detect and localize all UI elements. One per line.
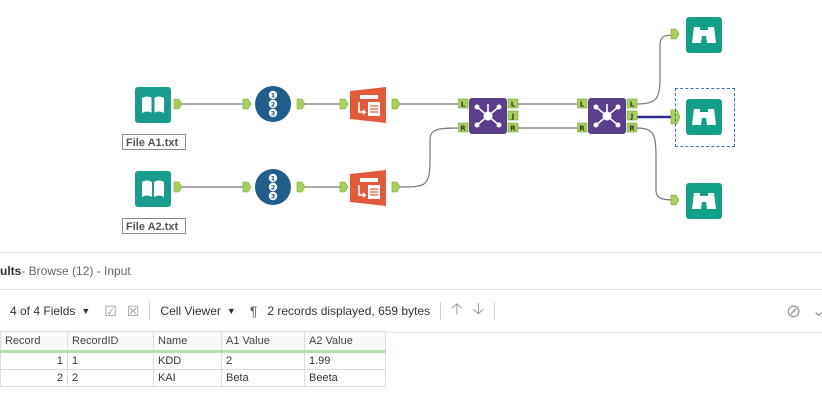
join1-port-right-label: R [460,125,466,133]
close-box-icon[interactable]: ☒ [126,302,140,319]
svg-text:1: 1 [271,92,276,100]
input-data-tool-a1-book-icon[interactable] [135,87,171,123]
pilcrow-icon[interactable]: ¶ [249,303,258,319]
sort-tool-2-icon[interactable] [350,170,386,206]
results-toolbar: 4 of 4 Fields ▼ ☑ ☒ Cell Viewer ▼ ¶ 2 re… [0,290,822,333]
cell-a2-value[interactable]: Beeta [304,369,386,387]
svg-text:1: 1 [271,175,276,183]
join2-out-right-label: R [629,125,635,133]
fields-caret-icon: ▼ [81,306,91,316]
cell-viewer-caret-icon: ▼ [226,306,236,316]
anchor-out-sort2 [391,181,401,193]
sort-tool-1-icon[interactable] [350,87,386,123]
anchor-in-sort2 [339,181,349,193]
wire-join2-right-to-browse-bottom [635,127,679,201]
ban-icon[interactable]: ⊘ [786,300,802,321]
records-info: 2 records displayed, 659 bytes [267,304,431,318]
results-title: ults [0,264,22,278]
check-box-icon[interactable]: ☑ [104,302,117,319]
anchor-in-browse-bottom [670,194,680,206]
cell-recordid[interactable]: 2 [67,369,154,387]
browse-tool-top-binoculars-icon[interactable] [686,17,722,53]
svg-text:2: 2 [271,184,276,192]
results-panel: ults - Browse (12) - Input 4 of 4 Fields… [0,252,822,414]
table-row[interactable]: 1 1 KDD 2 1.99 [0,351,386,370]
workflow-canvas[interactable]: File A1.txt File A2.txt 1 2 3 1 2 3 [0,0,822,252]
wire-join2-left-to-browse-top [635,34,679,105]
toolbar-divider-2 [440,302,442,320]
svg-text:2: 2 [271,101,276,109]
cell-viewer-label: Cell Viewer [160,304,221,318]
results-grid: Record RecordID Name A1 Value A2 Value 1… [0,331,386,387]
cell-record[interactable]: 2 [0,369,68,387]
chevron-down-icon[interactable]: ⌄ [812,303,822,320]
fields-dropdown-label: 4 of 4 Fields [10,304,76,318]
cell-a1-value[interactable]: Beta [221,369,305,387]
anchor-out-input-a2 [173,181,183,193]
col-header-a1-value[interactable]: A1 Value [221,331,305,353]
record-id-tool-2-numbered-list-icon[interactable]: 1 2 3 [255,169,291,205]
anchor-in-sort1 [339,98,349,110]
fields-dropdown[interactable]: 4 of 4 Fields ▼ [10,304,90,318]
anchor-in-browse-top [670,28,680,40]
join1-port-left-label: L [461,101,466,109]
col-header-a2-value[interactable]: A2 Value [304,331,386,353]
anchor-in-recordid1 [242,98,252,110]
cell-recordid[interactable]: 1 [67,351,154,370]
col-header-name[interactable]: Name [153,331,222,353]
selected-tool-outline [675,88,735,147]
join2-port-right-label: R [579,125,585,133]
svg-text:3: 3 [271,110,276,118]
join1-out-join-label: J [511,113,515,121]
join-tool-2-icon[interactable]: L R L J R [577,96,639,136]
cell-name[interactable]: KDD [153,351,222,370]
cell-viewer-dropdown[interactable]: Cell Viewer ▼ [160,304,235,318]
file-a2-label: File A2.txt [122,218,186,234]
results-subtitle: - Browse (12) - Input [21,264,131,278]
anchor-out-recordid2 [296,181,306,193]
table-row[interactable]: 2 2 KAI Beta Beeta [0,369,386,387]
input-data-tool-a2-book-icon[interactable] [135,171,171,207]
wire-sort2-to-join1-right [399,127,461,188]
svg-text:3: 3 [271,193,276,201]
browse-tool-bottom-binoculars-icon[interactable] [686,183,722,219]
file-a1-label: File A1.txt [122,134,186,150]
cell-a2-value[interactable]: 1.99 [304,351,386,370]
results-header: ults - Browse (12) - Input [0,253,822,290]
results-table: Record RecordID Name A1 Value A2 Value 1… [0,331,386,387]
cell-record[interactable]: 1 [0,351,68,370]
anchor-out-input-a1 [173,98,183,110]
join-tool-1-icon[interactable]: L R L J R [458,96,520,136]
record-id-tool-1-numbered-list-icon[interactable]: 1 2 3 [255,86,291,122]
join2-out-join-label: J [630,113,634,121]
col-header-recordid[interactable]: RecordID [67,331,154,353]
toolbar-divider-3 [494,302,496,320]
join1-out-left-label: L [511,101,516,109]
anchor-out-recordid1 [296,98,306,110]
connection-wires [173,28,681,206]
join2-port-left-label: L [580,101,585,109]
col-header-record[interactable]: Record [0,331,68,353]
join1-out-right-label: R [510,125,516,133]
anchor-in-recordid2 [242,181,252,193]
arrow-up-icon[interactable]: 🡡 [451,300,463,318]
browse-tool-middle-binoculars-icon[interactable] [686,99,722,135]
anchor-out-sort1 [391,98,401,110]
join2-out-left-label: L [630,101,635,109]
arrow-down-icon[interactable]: 🡣 [472,300,485,318]
toolbar-divider [149,302,151,320]
cell-name[interactable]: KAI [153,369,222,387]
cell-a1-value[interactable]: 2 [221,351,305,370]
